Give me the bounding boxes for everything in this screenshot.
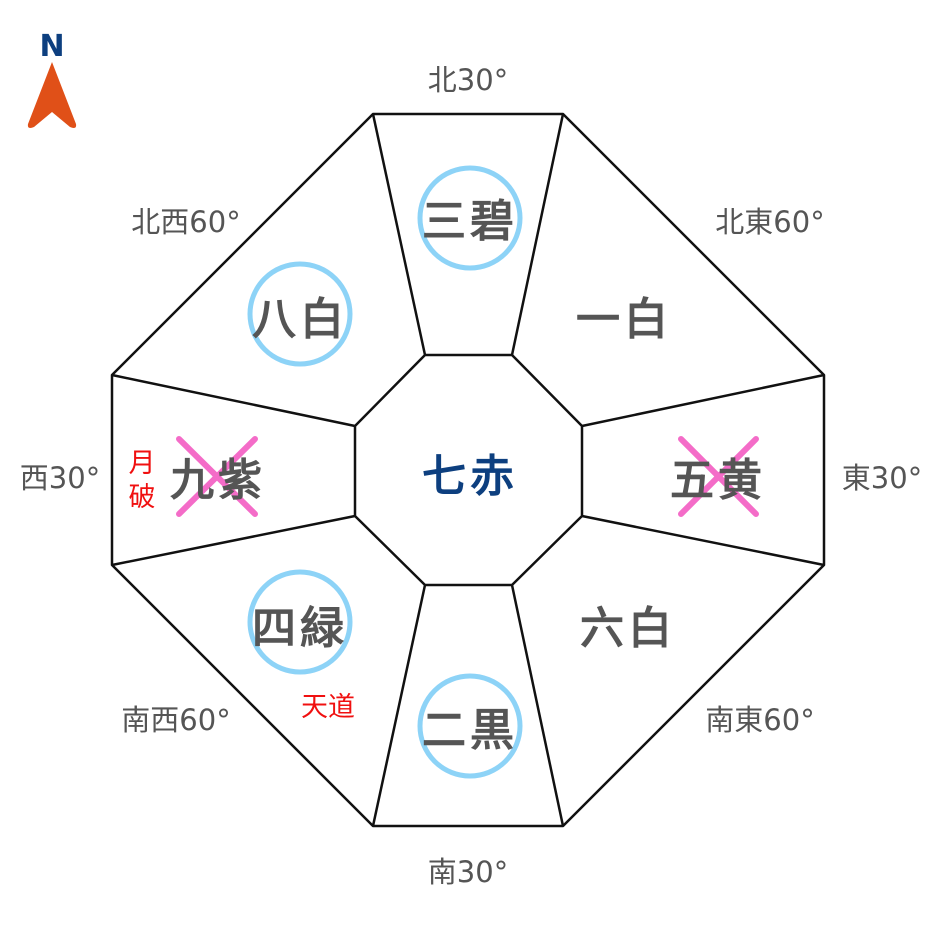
good-direction-circle-nw [247,261,353,367]
star-w: 九紫 [170,455,266,506]
star-nw: 八白 [252,294,348,345]
star-s: 二黒 [422,705,518,756]
star-e: 五黄 [670,455,766,506]
direction-se: 南東60° [705,703,814,737]
star-n: 三碧 [422,196,518,247]
direction-ne: 北東60° [715,205,824,239]
north-arrow-icon [27,62,77,128]
good-direction-circle-n [417,165,523,271]
direction-nw: 北西60° [131,205,240,239]
star-sw: 四緑 [252,603,348,654]
direction-s: 南30° [428,855,508,889]
star-ne: 一白 [576,294,672,345]
north-letter: N [39,29,64,64]
star-se: 六白 [580,603,676,654]
direction-sw: 南西60° [121,703,230,737]
star-center: 七赤 [422,451,518,502]
north-compass: N [27,29,77,128]
direction-n: 北30° [428,63,508,97]
bad-direction-cross-e [678,436,759,517]
sector-dividers [111,113,825,827]
getsupa-label-1: 月 [129,448,156,479]
bad-direction-cross-w [176,436,258,517]
direction-e: 東30° [842,461,922,495]
good-direction-circle-sw [247,569,353,675]
direction-w: 西30° [20,461,100,495]
getsupa-label-2: 破 [129,482,156,513]
tendo-label: 天道 [301,692,355,723]
good-direction-circle-s [417,673,523,779]
